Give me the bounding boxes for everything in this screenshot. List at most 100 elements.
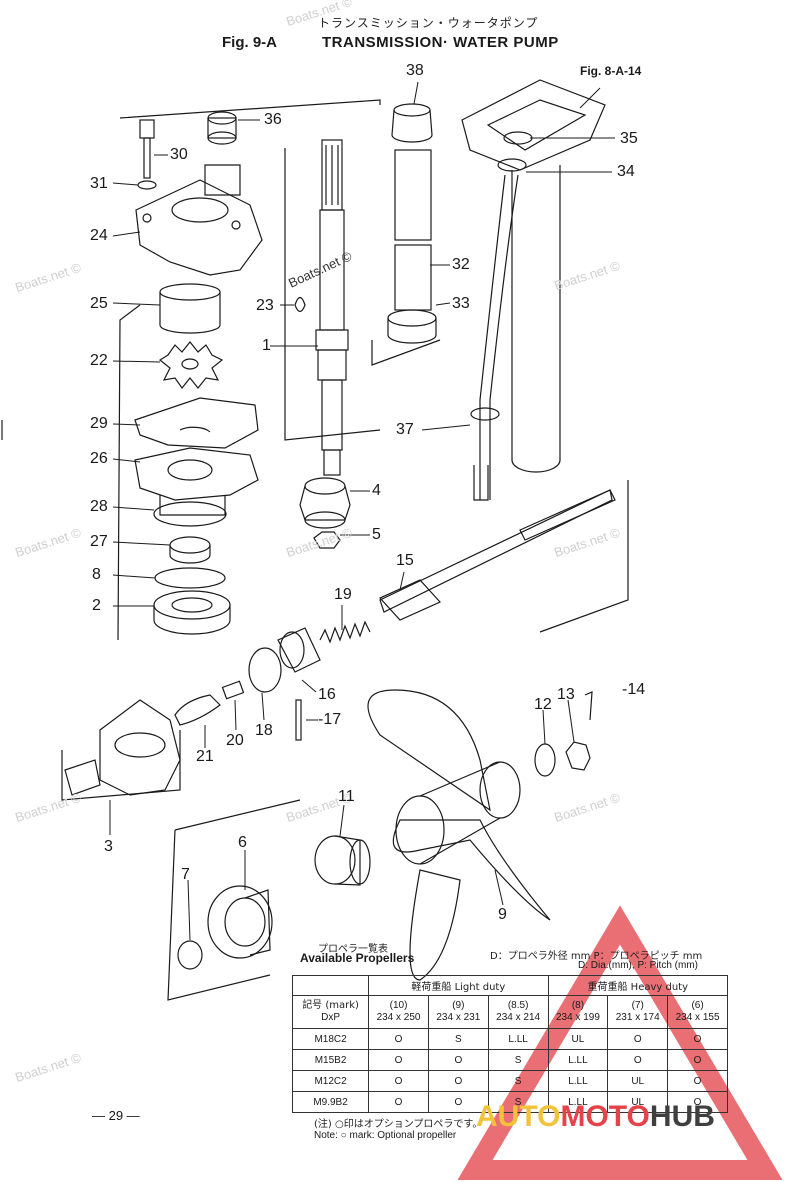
table-cell: L.LL <box>547 1049 609 1071</box>
callout-25: 25 <box>90 295 108 312</box>
callout-18: 18 <box>255 722 273 739</box>
propeller-table: 軽荷重船 Light duty 重荷重船 Heavy duty 記号 (mark… <box>291 975 729 1113</box>
propellers-legend-japanese: D：プロペラ外径 mm P：プロペラピッチ mm <box>490 951 703 962</box>
pump-liner-25 <box>159 283 221 334</box>
table-row: M15B2 O O S L.LL O O <box>291 1049 728 1071</box>
boundary-line-gear <box>167 829 271 1001</box>
callout-2: 2 <box>92 597 101 614</box>
callout-20: 20 <box>226 732 244 749</box>
table-cell: O <box>427 1049 489 1071</box>
pin-17 <box>295 699 302 741</box>
page-title-japanese: トランスミッション・ウォータポンプ <box>318 16 539 30</box>
boundary-line-left <box>117 304 141 641</box>
table-cell: UL <box>547 1028 609 1050</box>
bearing-2 <box>153 590 231 635</box>
row-mark: M15B2 <box>291 1049 370 1071</box>
mark-header: 記号 (mark) DxP <box>291 995 370 1029</box>
column-header: (9)234 x 231 <box>427 995 489 1029</box>
callout-14: -14 <box>622 681 646 698</box>
oil-seal-27 <box>169 536 211 564</box>
spring-19 <box>319 620 371 644</box>
reference-figure-label: Fig. 8-A-14 <box>580 64 642 78</box>
boundary-line-gear-top <box>174 799 301 831</box>
table-cell: O <box>368 1049 429 1071</box>
callout-36: 36 <box>264 111 282 128</box>
table-cell: UL <box>607 1070 669 1092</box>
callout-17: -17 <box>318 711 342 728</box>
impeller-22 <box>158 341 224 390</box>
propellers-note: Note: ○ mark: Optional propeller <box>314 1130 457 1141</box>
table-header-duty: 軽荷重船 Light duty 重荷重船 Heavy duty <box>291 975 729 996</box>
boundary-line-sleeve <box>371 339 441 366</box>
table-cell: L.LL <box>547 1070 609 1092</box>
propellers-title-japanese: プロペラ一覧表 <box>318 944 388 955</box>
callout-15: 15 <box>396 552 414 569</box>
boundary-line-propshaft <box>539 480 629 633</box>
row-mark: M12C2 <box>291 1070 370 1092</box>
table-cell: UL <box>607 1091 669 1113</box>
table-cell: O <box>368 1070 429 1092</box>
boundary-line-upper <box>119 99 381 119</box>
plug-36 <box>207 111 237 145</box>
callout-19: 19 <box>334 586 352 603</box>
washer-31 <box>137 180 157 190</box>
page-title: TRANSMISSION· WATER PUMP <box>322 34 559 51</box>
propeller-shaft <box>379 489 616 621</box>
callout-16: 16 <box>318 686 336 703</box>
table-cell: O <box>427 1070 489 1092</box>
table-cell: O <box>607 1049 669 1071</box>
logo-auto: AUTO <box>476 1100 561 1133</box>
callout-26: 26 <box>90 450 108 467</box>
table-cell: O <box>607 1028 669 1050</box>
boundary-line-shaft <box>284 148 381 441</box>
callout-27: 27 <box>90 533 108 550</box>
callout-23: 23 <box>256 297 274 314</box>
seal-33 <box>387 309 437 344</box>
table-row: M9.9B2 O O S L.LL UL O <box>291 1091 728 1113</box>
callout-4: 4 <box>372 482 381 499</box>
column-header: (7)231 x 174 <box>607 995 669 1029</box>
callout-12: 12 <box>534 696 552 713</box>
page-number: — 29 — <box>92 1108 140 1123</box>
table-cell: S <box>487 1070 549 1092</box>
table-cell: S <box>427 1028 489 1050</box>
callout-34: 34 <box>617 163 635 180</box>
logo-moto: MOTO <box>560 1100 650 1133</box>
callout-13: 13 <box>557 686 575 703</box>
callout-7: 7 <box>181 866 190 883</box>
ring-8 <box>154 567 226 589</box>
table-cell: L.LL <box>487 1028 549 1050</box>
propeller-9 <box>367 689 551 981</box>
row-mark: M18C2 <box>291 1028 370 1050</box>
heavy-duty-header: 重荷重船 Heavy duty <box>547 975 729 996</box>
table-row: M18C2 O S L.LL UL O O <box>291 1028 728 1050</box>
column-header: (10)234 x 250 <box>368 995 429 1029</box>
table-cell: O <box>667 1070 728 1092</box>
table-corner-cell <box>291 975 370 996</box>
light-duty-header: 軽荷重船 Light duty <box>368 975 549 996</box>
row-mark: M9.9B2 <box>291 1091 370 1113</box>
clutch-dog-16 <box>277 627 321 673</box>
grommet-38 <box>391 103 433 143</box>
callout-38: 38 <box>406 62 424 79</box>
logo-hub: HUB <box>649 1100 715 1133</box>
ring-18 <box>248 647 282 693</box>
table-header-columns: 記号 (mark) DxP (10)234 x 250 (9)234 x 231… <box>291 995 728 1029</box>
callout-32: 32 <box>452 256 470 273</box>
column-header: (8.5)234 x 214 <box>487 995 549 1029</box>
automotohub-logo: AUTOMOTOHUB <box>476 1100 715 1134</box>
callout-8: 8 <box>92 566 101 583</box>
upper-casing-outline <box>461 79 606 501</box>
callout-29: 29 <box>90 415 108 432</box>
callout-31: 31 <box>90 175 108 192</box>
callout-1: 1 <box>262 337 271 354</box>
washer-7 <box>177 940 203 970</box>
drive-shaft-1 <box>315 139 349 476</box>
table-cell: S <box>487 1049 549 1071</box>
table-row: M12C2 O O S L.LL UL O <box>291 1070 728 1092</box>
table-cell: O <box>667 1028 728 1050</box>
table-cell: O <box>368 1028 429 1050</box>
cotter-pin-14 <box>584 691 593 721</box>
nut-13 <box>565 741 591 771</box>
pinion-gear-4 <box>299 477 351 529</box>
